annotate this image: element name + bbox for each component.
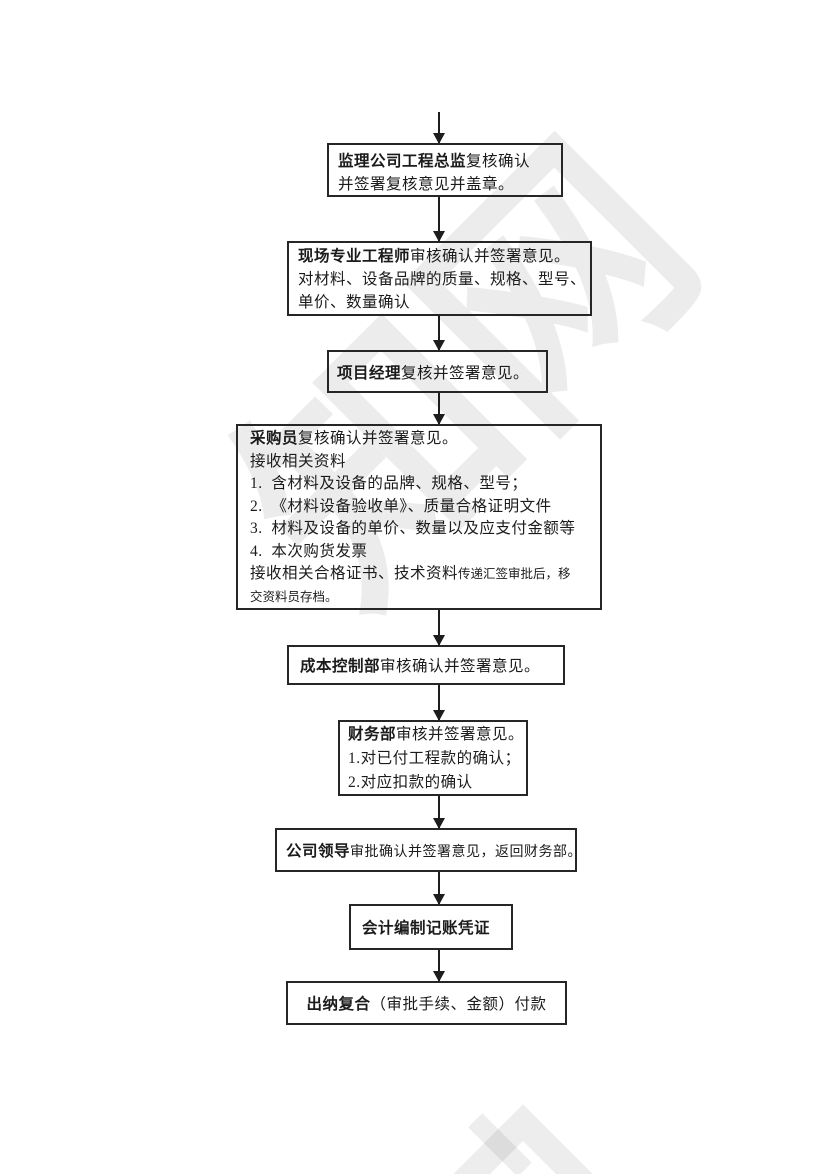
- role-label: 监理公司工程总监: [338, 153, 467, 170]
- flow-box-cost-control-review: 成本控制部审核确认并签署意见。: [287, 645, 565, 685]
- box-text-line: 4. 本次购货发票: [250, 541, 600, 564]
- flow-box-finance-review: 财务部审核并签署意见。 1.对已付工程款的确认； 2.对应扣款的确认: [338, 720, 528, 796]
- flow-arrow: [433, 112, 445, 144]
- flow-arrow: [433, 610, 445, 646]
- action-text: 审核确认并签署意见。: [380, 658, 541, 675]
- flow-box-project-manager-review: 项目经理复核并签署意见。: [327, 350, 548, 393]
- box-text-line: 财务部审核并签署意见。: [348, 723, 526, 747]
- role-label: 出纳复合: [306, 996, 371, 1013]
- arrow-head-icon: [433, 971, 445, 982]
- flow-box-site-engineer-review: 现场专业工程师审核确认并签署意见。 对材料、设备品牌的质量、规格、型号、 单价、…: [287, 241, 592, 316]
- box-text-line: 2. 《材料设备验收单》、质量合格证明文件: [250, 496, 600, 519]
- flow-arrow: [433, 872, 445, 905]
- box-text-line: 采购员复核确认并签署意见。: [250, 428, 600, 451]
- action-text: 复核并签署意见。: [401, 364, 530, 382]
- list-item-text: 1. 含材料及设备的品牌、规格、型号；: [250, 475, 528, 492]
- role-label: 会计编制记账凭证: [362, 920, 491, 937]
- role-label: 成本控制部: [300, 658, 381, 675]
- box-text-line: 1. 含材料及设备的品牌、规格、型号；: [250, 473, 600, 496]
- action-text: 接收相关资料: [250, 452, 347, 470]
- arrow-head-icon: [433, 133, 445, 144]
- box-text-line: 1.对已付工程款的确认；: [348, 747, 526, 771]
- role-label: 采购员: [250, 430, 299, 447]
- box-text-line: 公司领导审批确认并签署意见，返回财务部。: [286, 839, 582, 861]
- flow-arrow: [433, 316, 445, 351]
- action-text: 并签署复核意见并盖章。: [338, 176, 515, 193]
- action-text: 复核确认并签署意见。: [298, 430, 459, 447]
- arrow-head-icon: [433, 340, 445, 351]
- list-item-text: 2. 《材料设备验收单》、质量合格证明文件: [250, 497, 552, 515]
- arrow-head-icon: [433, 710, 445, 721]
- action-text: 对材料、设备品牌的质量、规格、型号、: [298, 271, 587, 288]
- action-text: 单价、数量确认: [298, 294, 411, 311]
- list-item-text: 2.对应扣款的确认: [348, 774, 473, 791]
- list-item-text: 4. 本次购货发票: [250, 542, 368, 560]
- box-text-line: 接收相关资料: [250, 451, 600, 474]
- note-text: 交资料员存档。: [250, 589, 338, 604]
- box-text-line: 3. 材料及设备的单价、数量以及应支付金额等: [250, 518, 600, 541]
- arrow-head-icon: [433, 818, 445, 829]
- flow-box-accountant-voucher: 会计编制记账凭证: [349, 904, 513, 950]
- arrow-head-icon: [433, 414, 445, 425]
- action-text: 复核确认: [466, 153, 531, 170]
- list-item-text: 3. 材料及设备的单价、数量以及应支付金额等: [250, 520, 576, 537]
- role-label: 公司领导: [286, 843, 351, 860]
- action-text: 审核确认并签署意见。: [410, 248, 571, 265]
- flow-box-company-leader-approval: 公司领导审批确认并签署意见，返回财务部。: [275, 828, 582, 872]
- flow-arrow: [433, 685, 445, 721]
- list-item-text: 1.对已付工程款的确认；: [348, 750, 521, 767]
- role-label: 财务部: [348, 726, 397, 743]
- box-text-line: 交资料员存档。: [250, 586, 600, 609]
- action-text: 审核并签署意见。: [396, 726, 525, 743]
- box-text-line: 会计编制记账凭证: [362, 916, 490, 938]
- arrow-head-icon: [433, 635, 445, 646]
- box-text-line: 对材料、设备品牌的质量、规格、型号、: [298, 268, 590, 291]
- action-text: （审批手续、金额）付款: [370, 996, 547, 1013]
- note-text: 传递汇签审批后，移: [458, 567, 571, 581]
- flow-box-purchaser-review: 采购员复核确认并签署意见。 接收相关资料 1. 含材料及设备的品牌、规格、型号；…: [236, 424, 602, 610]
- box-text-line: 出纳复合（审批手续、金额）付款: [306, 992, 546, 1014]
- role-label: 项目经理: [337, 364, 402, 382]
- box-text-line: 2.对应扣款的确认: [348, 771, 526, 795]
- flow-arrow: [433, 393, 445, 425]
- box-text-line: 现场专业工程师审核确认并签署意见。: [298, 245, 590, 268]
- box-text-line: 监理公司工程总监复核确认: [338, 150, 561, 173]
- box-text-line: 单价、数量确认: [298, 291, 590, 314]
- arrow-head-icon: [433, 231, 445, 242]
- box-text-line: 接收相关合格证书、技术资料传递汇签审批后，移: [250, 563, 600, 586]
- box-text-line: 并签署复核意见并盖章。: [338, 173, 561, 196]
- flow-box-supervisor-review: 监理公司工程总监复核确认 并签署复核意见并盖章。: [327, 143, 563, 197]
- flow-box-cashier-payment: 出纳复合（审批手续、金额）付款: [286, 981, 567, 1025]
- role-label: 现场专业工程师: [298, 248, 411, 265]
- action-text: 接收相关合格证书、技术资料: [250, 565, 459, 582]
- flow-arrow: [433, 197, 445, 242]
- box-text-line: 成本控制部审核确认并签署意见。: [300, 654, 540, 676]
- action-text: 审批确认并签署意见，返回财务部。: [350, 845, 583, 860]
- flow-arrow: [433, 950, 445, 982]
- flow-arrow: [433, 796, 445, 829]
- box-text-line: 项目经理复核并签署意见。: [337, 361, 529, 383]
- arrow-head-icon: [433, 894, 445, 905]
